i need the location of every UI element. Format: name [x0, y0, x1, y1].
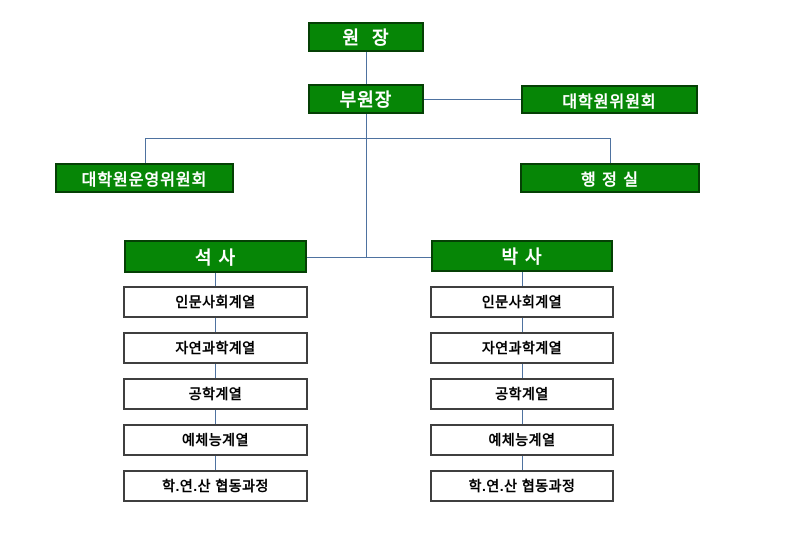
connector-line: [522, 410, 523, 424]
masters-track-arts-sports: 예체능계열: [123, 424, 308, 456]
doctoral-track-humanities: 인문사회계열: [430, 286, 614, 318]
connector-line: [145, 138, 146, 163]
masters-track-engineering: 공학계열: [123, 378, 308, 410]
doctoral-track-arts-sports: 예체능계열: [430, 424, 614, 456]
doctoral-track-cooperative-program: 학.연.산 협동과정: [430, 470, 614, 502]
doctoral-track-engineering: 공학계열: [430, 378, 614, 410]
connector-line: [215, 318, 216, 332]
vice-director-box: 부원장: [308, 84, 424, 114]
connector-line: [215, 410, 216, 424]
connector-line: [424, 99, 521, 100]
connector-line: [522, 318, 523, 332]
director-box: 원 장: [308, 22, 424, 52]
connector-line: [307, 257, 431, 258]
grad-committee-box: 대학원위원회: [521, 85, 698, 114]
grad-operating-committee-box: 대학원운영위원회: [55, 163, 234, 193]
connector-line: [610, 138, 611, 163]
masters-track-natural-sciences: 자연과학계열: [123, 332, 308, 364]
doctoral-box: 박 사: [431, 240, 613, 272]
connector-line: [522, 272, 523, 286]
connector-line: [522, 364, 523, 378]
masters-box: 석 사: [124, 240, 307, 273]
connector-line: [215, 364, 216, 378]
connector-line: [215, 273, 216, 286]
masters-track-cooperative-program: 학.연.산 협동과정: [123, 470, 308, 502]
connector-line: [366, 114, 367, 258]
connector-line: [145, 138, 611, 139]
admin-office-box: 행 정 실: [520, 163, 700, 193]
masters-track-humanities: 인문사회계열: [123, 286, 308, 318]
connector-line: [366, 52, 367, 84]
connector-line: [522, 456, 523, 470]
doctoral-track-natural-sciences: 자연과학계열: [430, 332, 614, 364]
connector-line: [215, 456, 216, 470]
